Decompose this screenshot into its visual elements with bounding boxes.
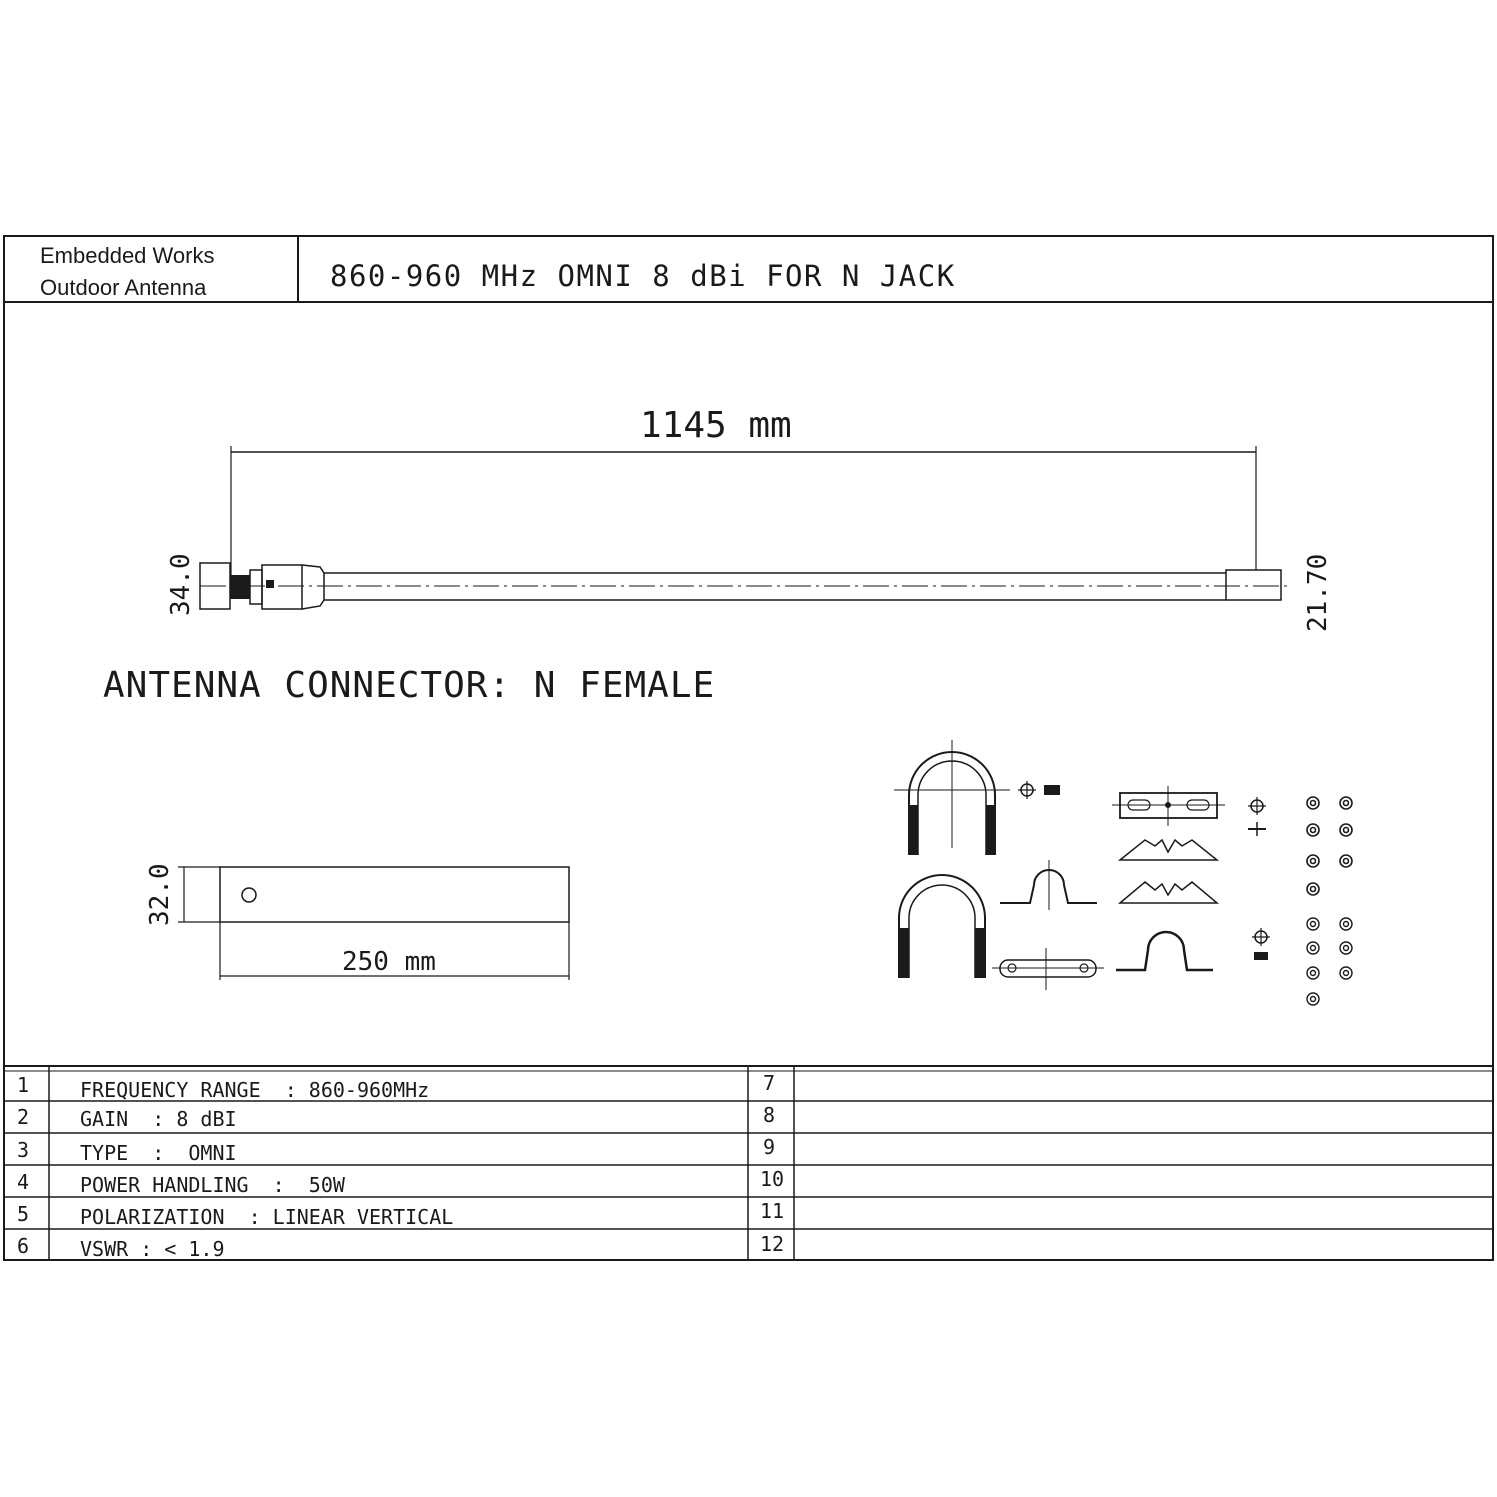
washer-icon bbox=[1306, 796, 1353, 896]
bolt-icon bbox=[1248, 797, 1266, 836]
clamp-plate-icon bbox=[1112, 786, 1225, 826]
u-bolt-icon bbox=[898, 874, 986, 978]
spec-table: 1 FREQUENCY RANGE : 860-960MHz 7 2 GAIN … bbox=[4, 1065, 1493, 1261]
row-number: 10 bbox=[760, 1167, 784, 1191]
row-number: 8 bbox=[763, 1103, 775, 1127]
bracket-view: 32.0 250 mm bbox=[145, 863, 570, 980]
table-row: 5 POLARIZATION : LINEAR VERTICAL 11 bbox=[17, 1199, 784, 1229]
table-row: 1 FREQUENCY RANGE : 860-960MHz 7 bbox=[17, 1071, 775, 1102]
spec-type: TYPE : OMNI bbox=[80, 1141, 237, 1165]
title-block: Embedded Works Outdoor Antenna 860-960 M… bbox=[4, 236, 1493, 303]
bracket-hole bbox=[241, 887, 257, 903]
n-connector bbox=[230, 575, 250, 599]
row-number: 9 bbox=[763, 1135, 775, 1159]
bolt-icon bbox=[1252, 928, 1270, 960]
spec-frequency-range: FREQUENCY RANGE : 860-960MHz bbox=[80, 1078, 429, 1102]
clamp-plate-icon bbox=[992, 948, 1104, 990]
row-number: 12 bbox=[760, 1232, 784, 1256]
table-row: 6 VSWR : < 1.9 12 bbox=[17, 1232, 784, 1261]
v-block-icon bbox=[1117, 881, 1220, 904]
row-number: 3 bbox=[17, 1138, 29, 1162]
antenna-view: 1145 mm 34.0 21.70 ANTENNA CONNECTOR: N … bbox=[103, 405, 1333, 706]
drawing-title: 860-960 MHz OMNI 8 dBi FOR N JACK bbox=[330, 259, 956, 293]
row-number: 1 bbox=[17, 1073, 29, 1097]
nut-icon bbox=[1306, 917, 1353, 1006]
screw-icon bbox=[1018, 781, 1060, 799]
table-row: 3 TYPE : OMNI 9 bbox=[17, 1135, 775, 1165]
connector-note: ANTENNA CONNECTOR: N FEMALE bbox=[103, 665, 715, 706]
row-number: 11 bbox=[760, 1199, 784, 1223]
base-diameter-label: 34.0 bbox=[166, 553, 196, 616]
row-number: 7 bbox=[763, 1071, 775, 1095]
bracket-length-label: 250 mm bbox=[342, 947, 436, 977]
row-number: 2 bbox=[17, 1105, 29, 1129]
spec-polarization: POLARIZATION : LINEAR VERTICAL bbox=[80, 1205, 453, 1229]
length-dimension: 1145 mm bbox=[640, 405, 792, 446]
bracket-width-label: 32.0 bbox=[145, 863, 175, 926]
row-number: 4 bbox=[17, 1170, 29, 1194]
v-block-icon bbox=[1117, 838, 1220, 861]
company-name: Embedded Works bbox=[40, 243, 214, 268]
mounting-bracket bbox=[219, 866, 570, 923]
row-number: 6 bbox=[17, 1234, 29, 1258]
row-number: 5 bbox=[17, 1202, 29, 1226]
pipe-clamp-icon bbox=[1116, 930, 1213, 972]
spec-vswr: VSWR : < 1.9 bbox=[80, 1237, 225, 1261]
tip-diameter-label: 21.70 bbox=[1303, 554, 1333, 632]
spec-gain: GAIN : 8 dBI bbox=[80, 1107, 237, 1131]
table-row: 2 GAIN : 8 dBI 8 bbox=[17, 1103, 775, 1131]
u-bolt-icon bbox=[894, 740, 1010, 855]
antenna-tip-cap bbox=[1225, 569, 1282, 601]
table-row: 4 POWER HANDLING : 50W 10 bbox=[17, 1167, 784, 1197]
product-line: Outdoor Antenna bbox=[40, 275, 207, 300]
mounting-hardware bbox=[894, 740, 1353, 1006]
spec-power-handling: POWER HANDLING : 50W bbox=[80, 1173, 346, 1197]
